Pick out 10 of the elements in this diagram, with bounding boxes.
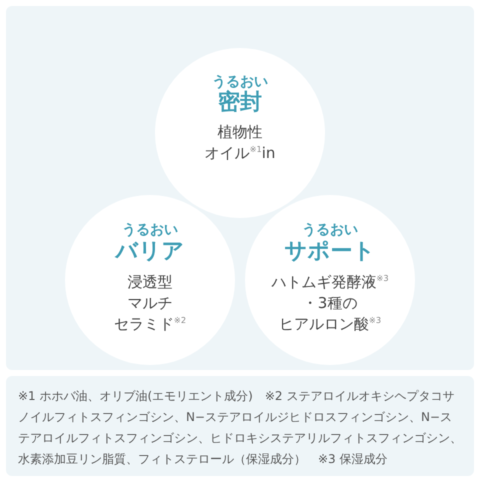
heading: 密封 xyxy=(218,89,262,117)
subheading: うるおい xyxy=(122,221,178,239)
footnotes: ※1 ホホバ油、オリブ油(エモリエント成分) ※2 ステアロイルオキシヘプタコサノイルフィトスフィンゴシン、N−ステアロイルジヒドロスフィンゴシン、N−ステアロイルフィトスフィンゴシン、ヒドロキシステアリルフィトスフィンゴシン、水素添加豆リン脂質、フィトステロール（保湿成分） ※3 保湿成分 xyxy=(18,388,463,468)
description: 浸透型マルチセラミド$^{※2}$ xyxy=(114,272,186,334)
heading: サポート xyxy=(284,238,376,266)
subheading: うるおい xyxy=(302,221,358,239)
description: 植物性オイル$^{※1}$in xyxy=(204,122,276,164)
heading: バリア xyxy=(116,238,184,266)
description: ハトムギ発酵液$^{※3}$・3種のヒアルロン酸$^{※3}$ xyxy=(271,272,389,334)
subheading: うるおい xyxy=(212,73,268,90)
